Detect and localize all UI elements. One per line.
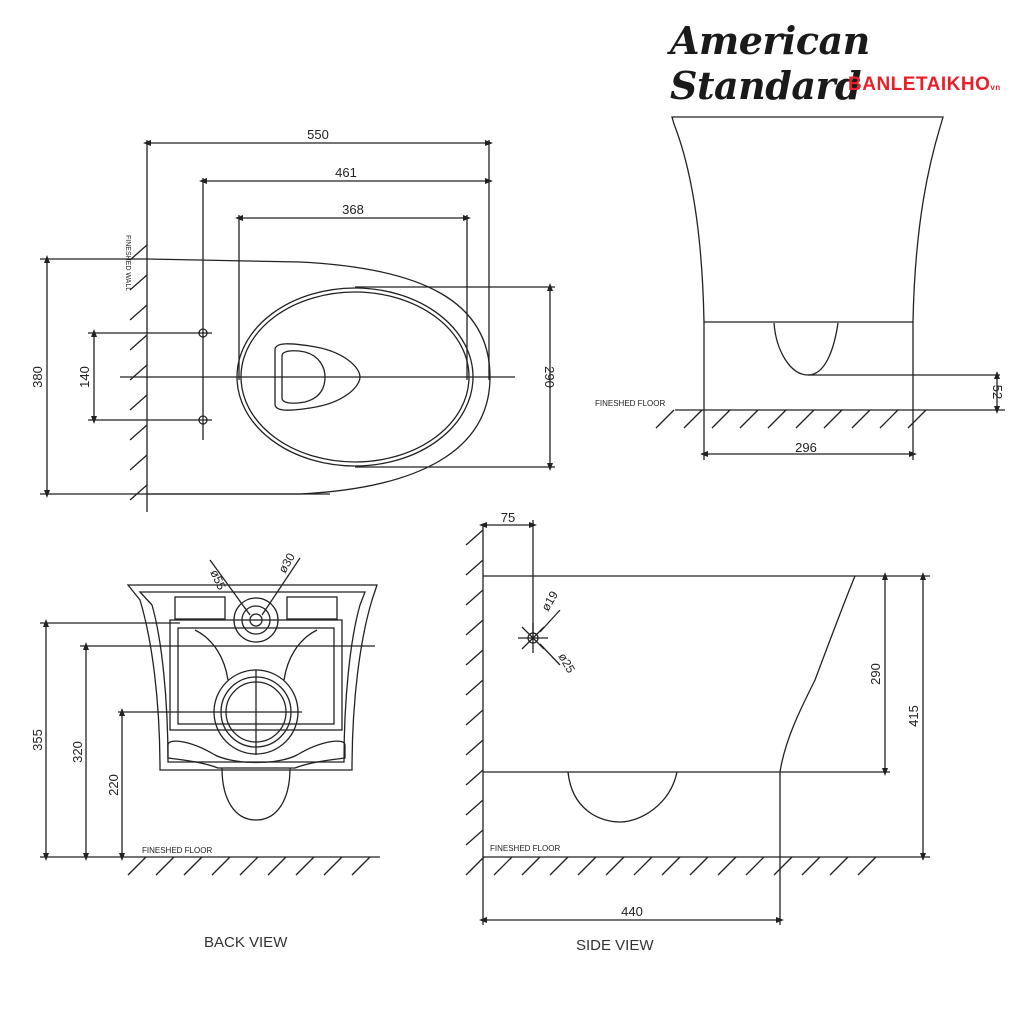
dealer-name: BANLETAIKHO	[848, 74, 991, 95]
dim-415: 415	[906, 705, 921, 727]
dim-dia55: ø55	[207, 567, 229, 592]
front-view	[655, 116, 1005, 460]
brand-logo: American Standard	[670, 18, 870, 108]
dim-220: 220	[106, 774, 121, 796]
dim-290-side: 290	[868, 663, 883, 685]
dim-dia19: ø19	[538, 588, 561, 613]
dim-75: 75	[501, 510, 515, 525]
side-view	[465, 520, 930, 925]
back-view-label: BACK VIEW	[204, 934, 288, 951]
top-view	[40, 140, 555, 512]
dealer-logo: BANLETAIKHOvn	[848, 74, 1001, 96]
dim-140: 140	[77, 366, 92, 388]
side-view-label: SIDE VIEW	[576, 937, 654, 954]
floor-hatching	[655, 409, 927, 429]
floor-hatching	[465, 856, 877, 876]
dim-290-top: 290	[542, 366, 557, 388]
wall-hatching	[465, 529, 484, 846]
dealer-suffix: vn	[990, 83, 1001, 92]
back-floor-label: FINESHED FLOOR	[142, 846, 212, 855]
dim-355: 355	[30, 729, 45, 751]
floor-hatching	[127, 856, 371, 876]
dim-296: 296	[795, 440, 817, 455]
side-floor-label: FINESHED FLOOR	[490, 844, 560, 853]
finished-wall-label: FINESHED WALL	[124, 235, 131, 291]
dim-550: 550	[307, 127, 329, 142]
dim-368: 368	[342, 202, 364, 217]
dim-440: 440	[621, 904, 643, 919]
dim-52: 52	[990, 385, 1005, 399]
back-view	[40, 557, 380, 876]
dim-380: 380	[30, 366, 45, 388]
dim-dia25: ø25	[555, 651, 578, 676]
wall-hatching	[129, 244, 148, 501]
dim-dia30: ø30	[275, 550, 298, 575]
dim-320: 320	[70, 741, 85, 763]
dim-461: 461	[335, 165, 357, 180]
front-floor-label: FINESHED FLOOR	[595, 399, 665, 408]
